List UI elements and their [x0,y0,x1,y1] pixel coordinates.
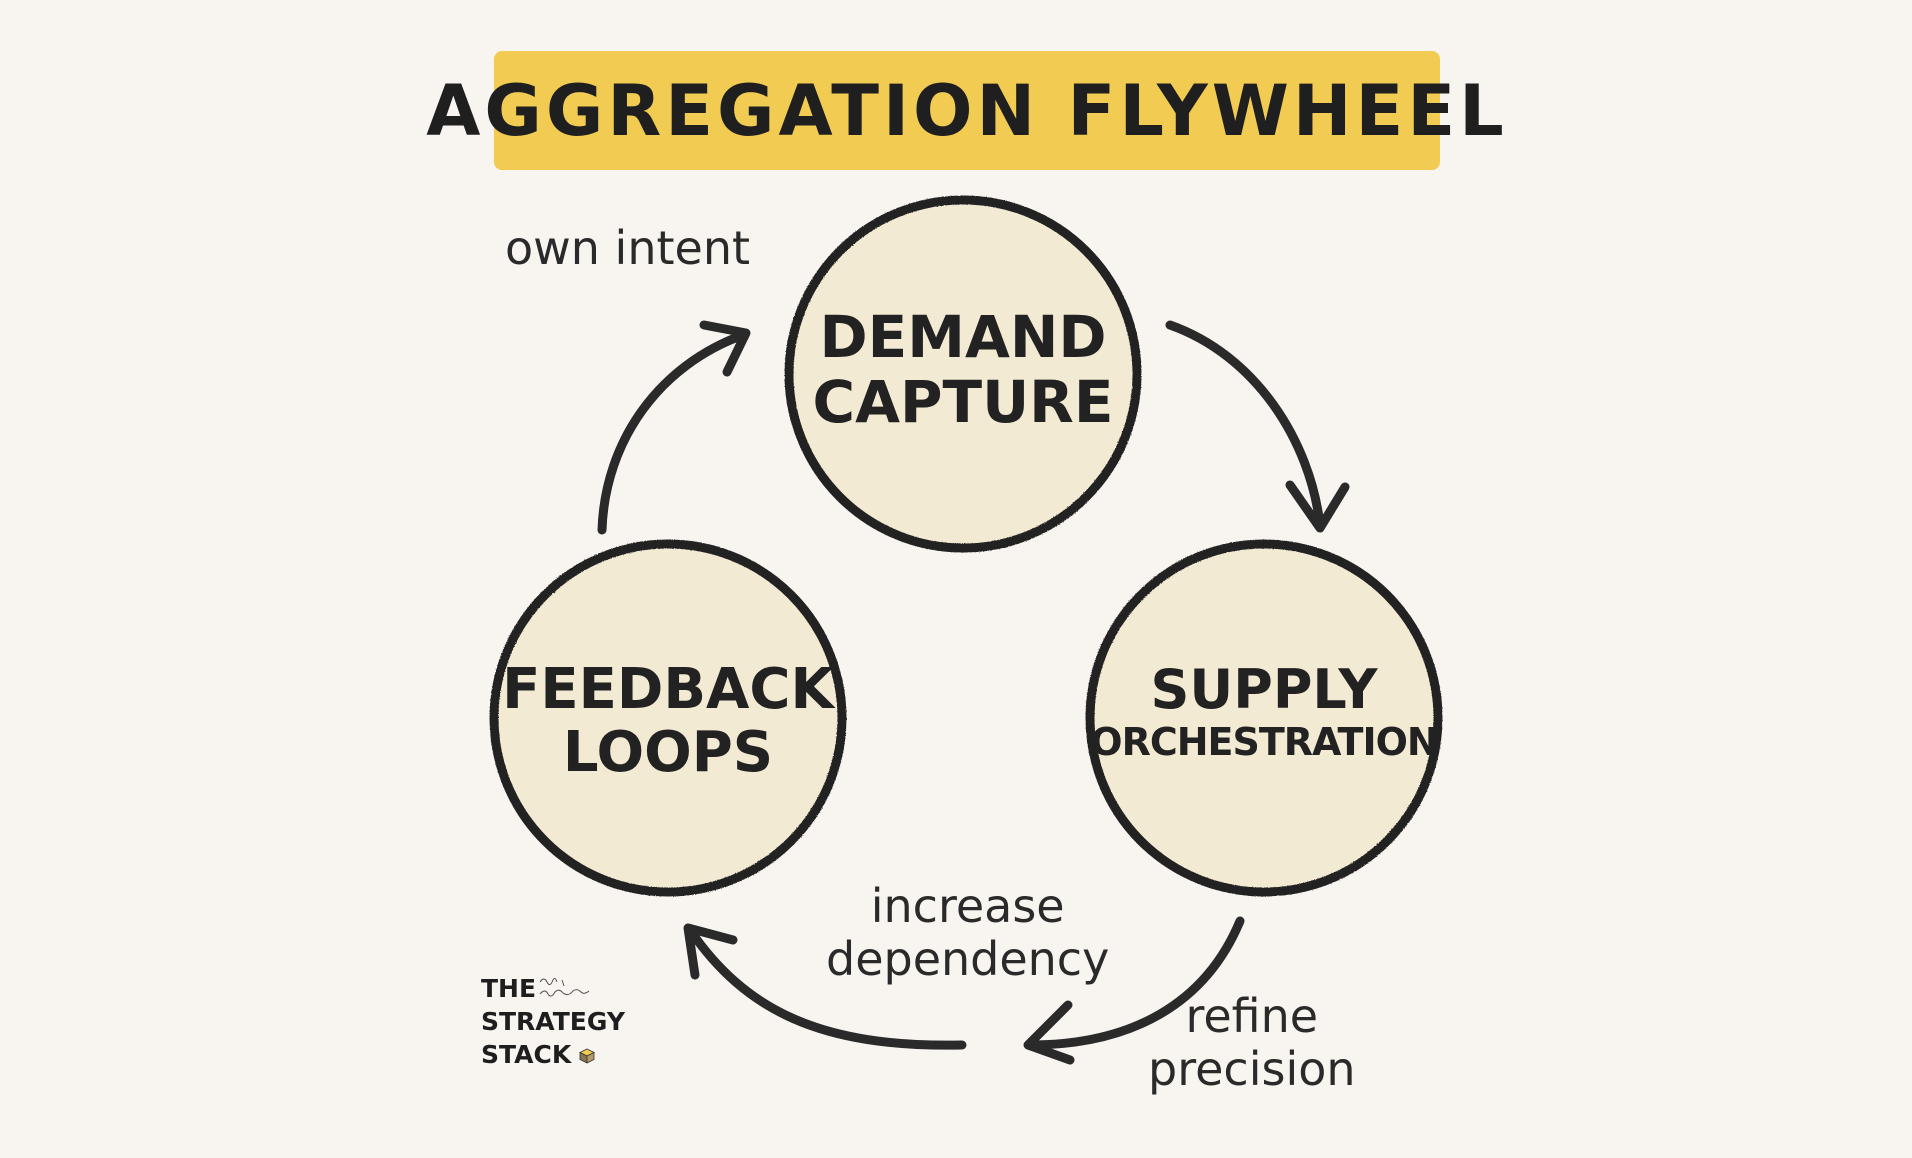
refine-text: refine [1185,989,1319,1043]
feedback-label-line1: FEEDBACK [502,657,834,723]
own-intent-text: own intent [505,221,751,275]
logo-line-strategy: STRATEGY [481,1007,625,1036]
supply-label-line1: SUPPLY [1150,658,1378,722]
own-intent-label: own intent [505,222,750,275]
supply-label-line2: ORCHESTRATION [1090,719,1438,764]
feedback-label-line2: LOOPS [562,720,774,785]
arrow-feedback-to-demand [597,320,751,535]
arrow-supply-to-feedback [683,916,1245,1065]
increase-text: increase [870,879,1065,933]
supply-orchestration-label: SUPPLY ORCHESTRATION [1090,632,1438,792]
increase-dependency-label: increase dependency [826,880,1109,986]
refine-precision-label: refine precision [1148,990,1356,1096]
logo-line-stack: STACK [481,1038,611,1071]
title-banner: AGGREGATION FLYWHEEL [426,51,1504,170]
feedback-loops-node [489,539,847,897]
feedback-loops-label: FEEDBACK LOOPS [494,642,842,802]
cube-icon [579,1048,596,1064]
signature-scribble [539,977,590,997]
supply-orchestration-node [1085,539,1443,897]
precision-text: precision [1148,1041,1356,1096]
logo-stack-text: STACK [481,1040,572,1069]
arrow-demand-to-supply [1165,320,1350,533]
strategy-stack-logo: THE STRATEGY STACK [481,972,625,1071]
demand-capture-node [784,195,1142,553]
demand-label-line2: CAPTURE [812,368,1114,436]
logo-line-the: THE [481,974,537,1003]
dependency-text: dependency [826,931,1110,986]
demand-capture-label: DEMAND CAPTURE [789,290,1137,450]
demand-label-line1: DEMAND [819,303,1107,372]
diagram-title: AGGREGATION FLYWHEEL [426,69,1508,152]
